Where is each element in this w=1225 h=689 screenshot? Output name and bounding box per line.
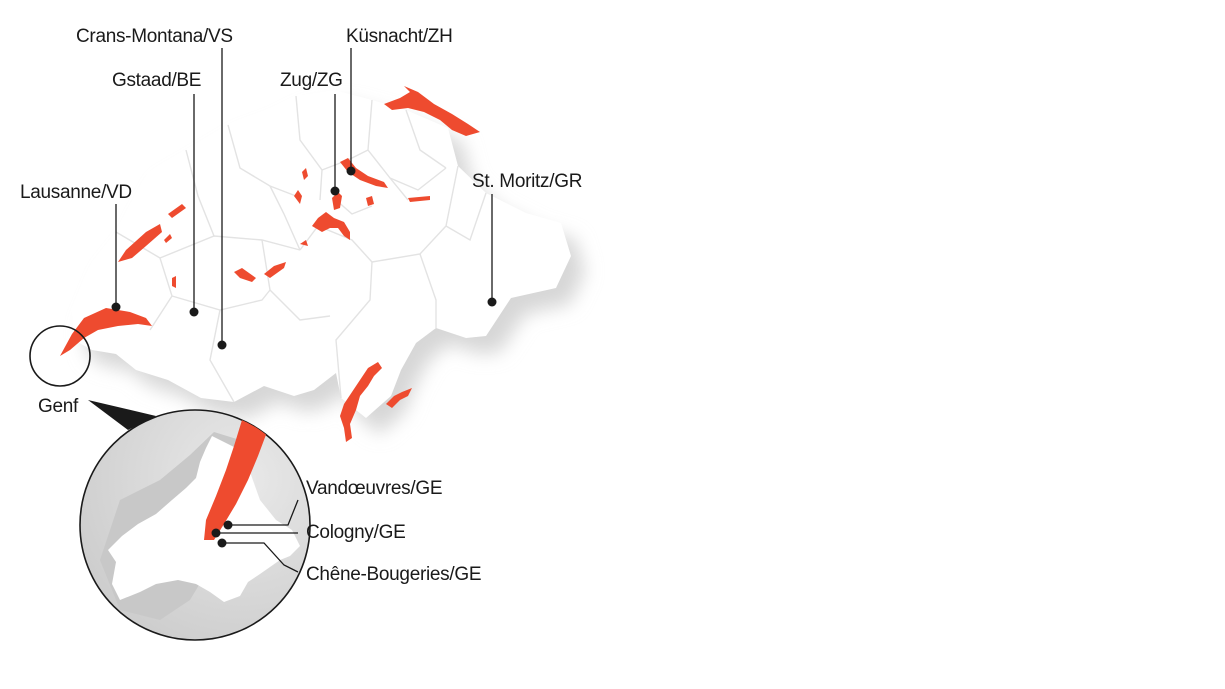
lake-sempach: [294, 190, 302, 204]
leader-vandoeuvres: [228, 499, 299, 526]
label-st-moritz: St. Moritz/GR: [472, 171, 583, 192]
lake-walen: [408, 196, 430, 202]
label-genf: Genf: [38, 396, 78, 417]
label-zug: Zug/ZG: [280, 70, 343, 91]
lake-zurich: [340, 158, 388, 188]
lake-maggiore: [340, 362, 382, 442]
marker-vandoeuvres: [223, 520, 233, 530]
inset-lake-geneva: [204, 420, 270, 540]
inset-pointer: [88, 400, 156, 430]
lake-thun: [234, 268, 256, 282]
leader-chene-bougeries: [222, 542, 299, 573]
markers: [111, 166, 497, 548]
marker-kusnacht: [346, 166, 356, 176]
lake-sarnen: [300, 240, 308, 246]
marker-st-moritz: [487, 297, 497, 307]
marker-gstaad: [189, 307, 199, 317]
marker-lausanne: [111, 302, 121, 312]
lake-hallwil: [302, 168, 308, 180]
lake-constance: [384, 86, 480, 136]
marker-chene-bougeries: [217, 538, 227, 548]
marker-cologny: [211, 528, 221, 538]
lake-lugano: [386, 388, 412, 408]
label-crans-montana: Crans-Montana/VS: [76, 26, 233, 47]
marker-zug: [330, 186, 340, 196]
label-kusnacht: Küsnacht/ZH: [346, 26, 453, 47]
canton-borders: [115, 95, 487, 403]
lake-zug: [332, 192, 342, 210]
leader-lines: [115, 48, 493, 573]
lake-geneva: [60, 308, 152, 356]
geneva-circle: [29, 325, 91, 387]
lake-morat: [164, 234, 172, 243]
lake-lucerne: [312, 212, 350, 240]
lake-small-1: [366, 196, 374, 206]
lakes: [60, 86, 480, 442]
country-land: [72, 90, 571, 418]
label-lausanne: Lausanne/VD: [20, 182, 132, 203]
lake-small-2: [172, 276, 176, 288]
marker-crans-montana: [217, 340, 227, 350]
lake-bienne: [168, 204, 186, 218]
label-chene-bougeries: Chêne-Bougeries/GE: [306, 564, 482, 585]
label-vandoeuvres: Vandœuvres/GE: [306, 478, 443, 499]
lake-neuchatel: [118, 224, 162, 262]
lake-brienz: [264, 262, 286, 278]
label-gstaad: Gstaad/BE: [112, 70, 202, 91]
label-cologny: Cologny/GE: [306, 522, 406, 543]
inset-canton-geneva: [108, 436, 300, 602]
geneva-inset: [79, 409, 311, 641]
